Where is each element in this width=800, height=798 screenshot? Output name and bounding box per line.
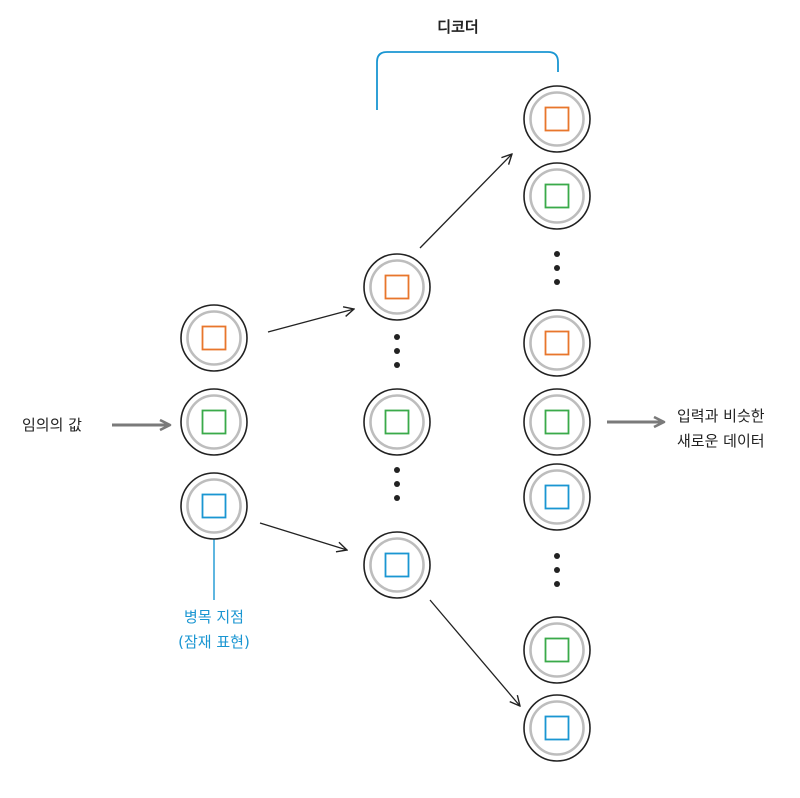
ellipsis-dots [554,553,560,587]
ellipsis-dot [554,553,560,559]
neuron-square-orange [544,106,570,132]
connection-arrow [267,309,354,333]
random-value-label: 임의의 값 [22,416,82,434]
bottleneck-label-line2: (잠재 표현) [178,633,250,651]
neuron-node-orange [523,309,591,377]
neuron-square-orange [544,330,570,356]
neuron-node-green [180,388,248,456]
output-label-line1: 입력과 비슷한 [677,407,765,425]
bottleneck-label-line1: 병목 지점 [184,608,244,626]
ellipsis-dots [394,467,400,501]
neuron-square-orange [384,274,410,300]
ellipsis-dots [394,334,400,368]
connection-arrow [259,522,347,550]
decoder-label: 디코더 [437,18,478,36]
ellipsis-dot [554,581,560,587]
neuron-node-blue [180,472,248,540]
neuron-square-green [384,409,410,435]
neuron-square-orange [201,325,227,351]
neuron-layers [180,85,591,762]
neuron-node-orange [523,85,591,153]
neuron-square-blue [544,715,570,741]
ellipsis-dot [394,481,400,487]
connection-arrow [419,154,512,249]
neuron-node-green [523,616,591,684]
neuron-square-green [544,409,570,435]
ellipsis-dot [394,467,400,473]
neuron-square-green [544,183,570,209]
ellipsis-dot [554,251,560,257]
ellipsis-dot [554,567,560,573]
neuron-node-blue [523,694,591,762]
ellipsis-dot [394,334,400,340]
neuron-square-blue [201,493,227,519]
ellipsis-dot [394,495,400,501]
neuron-square-green [201,409,227,435]
ellipsis-dot [394,362,400,368]
neuron-square-blue [384,552,410,578]
neuron-node-green [523,162,591,230]
connection-arrow [429,599,520,706]
ellipsis-dot [554,265,560,271]
neuron-node-blue [523,463,591,531]
neuron-square-blue [544,484,570,510]
ellipsis-dot [554,279,560,285]
neuron-node-orange [180,304,248,372]
neuron-node-blue [363,531,431,599]
neuron-node-orange [363,253,431,321]
neuron-square-green [544,637,570,663]
ellipsis-dots [554,251,560,285]
output-label-line2: 새로운 데이터 [677,432,765,450]
neuron-node-green [523,388,591,456]
ellipsis-dot [394,348,400,354]
neuron-node-green [363,388,431,456]
decoder-bracket [376,51,559,110]
